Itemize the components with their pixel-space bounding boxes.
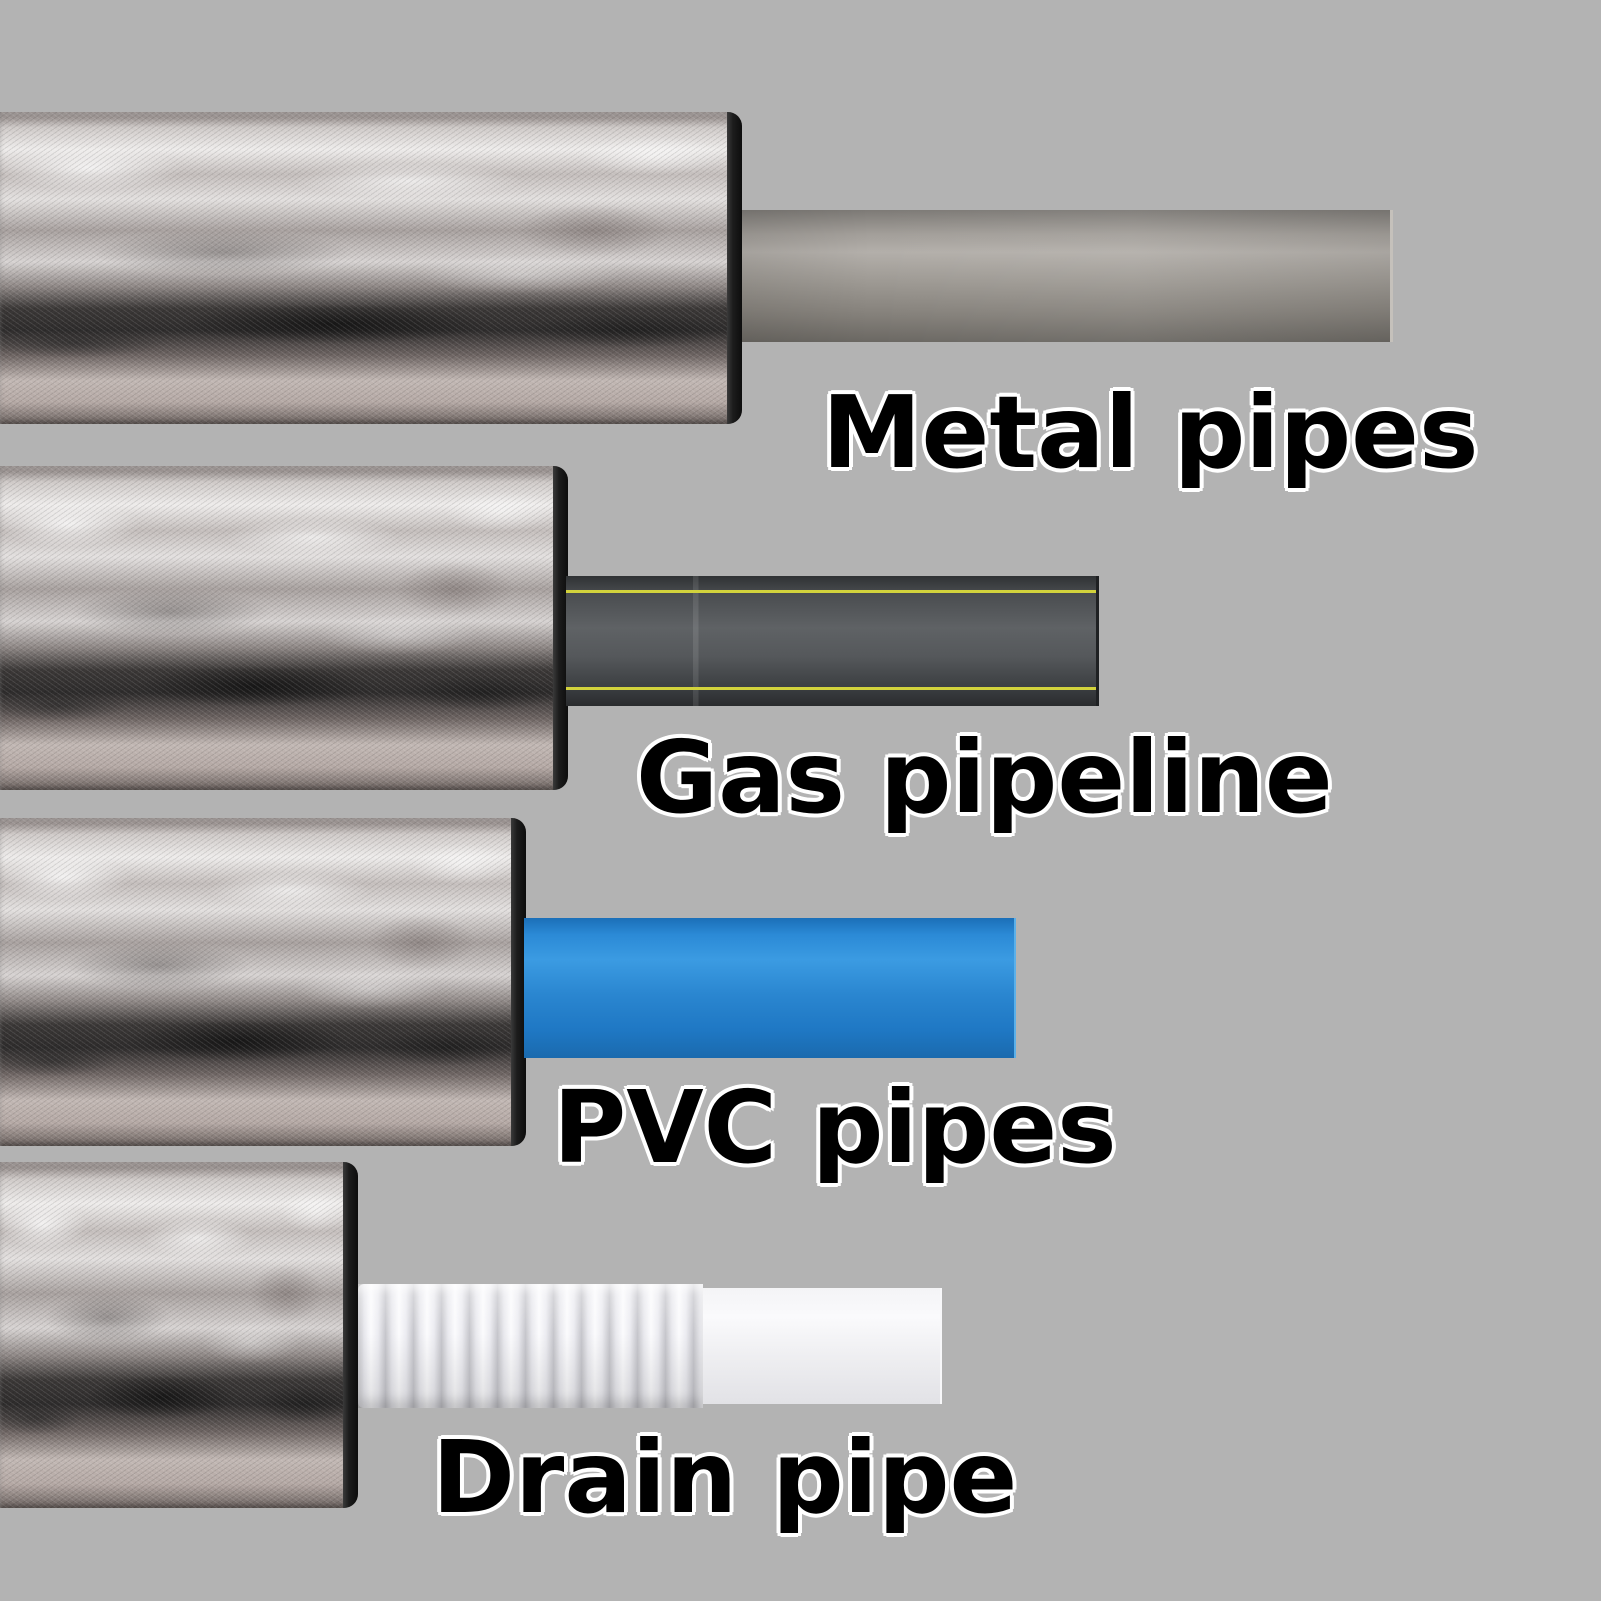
sleeve-end-cap (727, 112, 742, 424)
label-pvc-pipes: PVC pipes (553, 1069, 1117, 1186)
drain-pipe (358, 1284, 942, 1408)
label-gas-pipeline: Gas pipeline (636, 719, 1333, 836)
insulation-sleeve (0, 112, 742, 424)
insulation-sleeve (0, 818, 526, 1146)
metal-pipe (742, 210, 1393, 342)
label-metal-pipes: Metal pipes (822, 374, 1479, 491)
drain-pipe-corrugated-section (358, 1284, 703, 1408)
sleeve-end-cap (511, 818, 526, 1146)
drain-pipe-smooth-section (703, 1288, 942, 1404)
gas-pipe-stripe-bottom (566, 687, 1096, 690)
insulation-sleeve (0, 1162, 358, 1508)
pvc-pipe (524, 918, 1016, 1058)
gas-pipe-stripe-top (566, 590, 1096, 593)
insulation-sleeve (0, 466, 568, 790)
gas-pipe (566, 576, 1099, 706)
sleeve-end-cap (553, 466, 568, 790)
label-drain-pipe: Drain pipe (432, 1419, 1018, 1536)
sleeve-end-cap (343, 1162, 358, 1508)
